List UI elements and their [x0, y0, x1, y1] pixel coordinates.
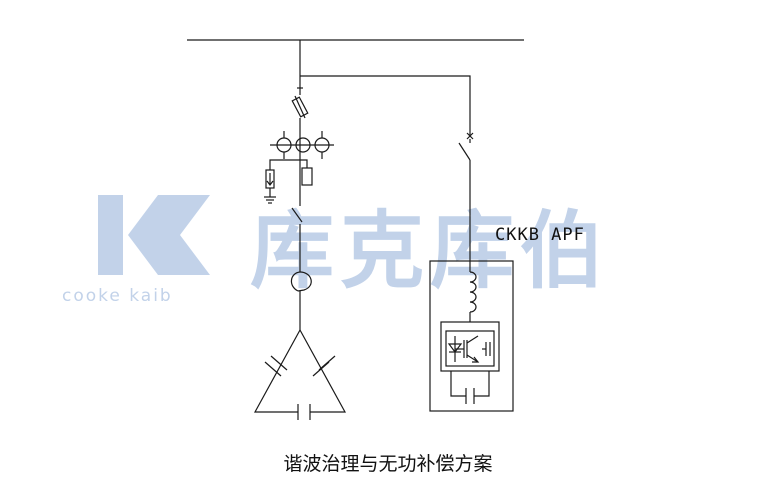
- surge-arrester-icon: [264, 159, 300, 204]
- reactor-box-icon: [300, 159, 313, 186]
- watermark-company-cn: 库克库伯: [250, 202, 610, 300]
- apf-feeder: CKKB APF: [300, 75, 585, 412]
- capacitor-bank-icon: [253, 329, 347, 420]
- igbt-module-icon: [440, 321, 500, 372]
- watermark: cooke kaib 库克库伯: [62, 195, 610, 306]
- capacitor-feeder: [253, 40, 347, 420]
- diagram-caption: 谐波治理与无功补偿方案: [283, 453, 492, 475]
- reactor-coil-icon: [290, 271, 312, 330]
- watermark-company-en: cooke kaib: [62, 286, 173, 306]
- apf-cabinet: [429, 260, 514, 412]
- inductor-icon: [469, 271, 477, 322]
- fuse-icon: [291, 95, 309, 119]
- circuit-breaker-icon: [458, 132, 474, 272]
- disconnect-switch-icon: [291, 200, 303, 272]
- dc-capacitor-icon: [450, 371, 490, 404]
- watermark-logo-icon: [98, 195, 210, 275]
- current-transformer-icon: [270, 131, 334, 159]
- apf-label: CKKB APF: [495, 225, 585, 245]
